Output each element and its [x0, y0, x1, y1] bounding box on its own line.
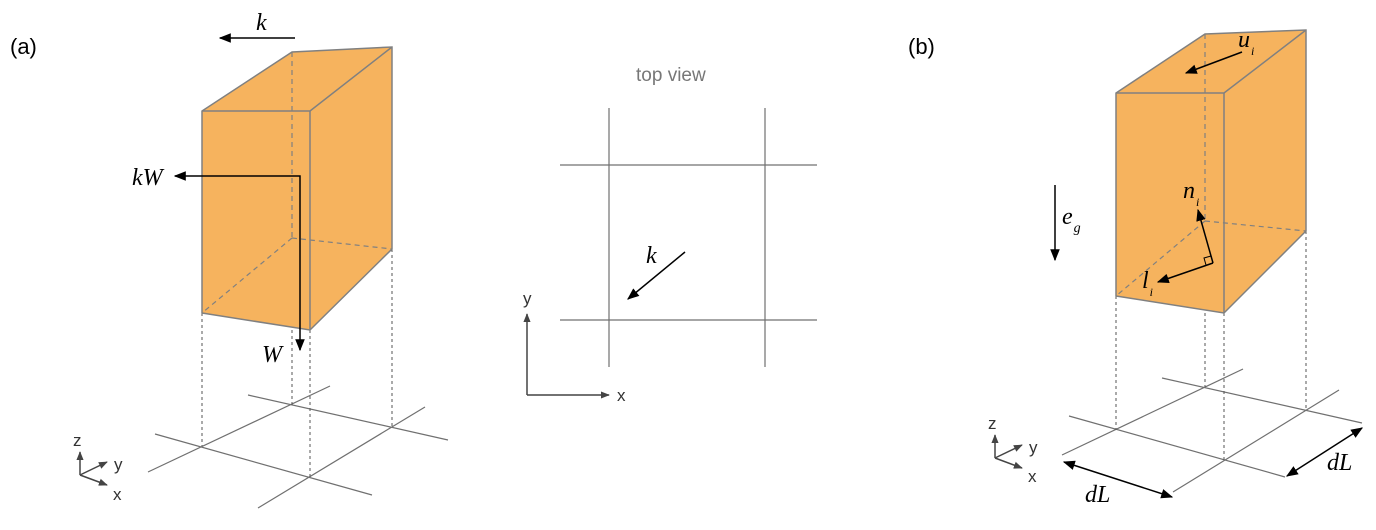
kW-label: kW: [132, 165, 165, 191]
top-view-title: top view: [636, 65, 706, 86]
y-axis-label: y: [523, 289, 532, 308]
ground-grid-b: [1061, 368, 1363, 493]
panel-a-label: (a): [10, 34, 37, 59]
z-axis-label: z: [988, 414, 997, 433]
z-axis-label: z: [73, 431, 82, 450]
column-box-b: [1115, 29, 1307, 314]
panel-b: (b) ui ni li eg dL dL z y x: [908, 27, 1364, 508]
dL-label-x: dL: [1085, 482, 1110, 508]
k-arrow-top: [627, 251, 686, 300]
u-label: ui: [1238, 27, 1254, 58]
y-axis-label: y: [1029, 438, 1038, 457]
k-label: k: [256, 10, 267, 36]
x-axis-label: x: [1028, 467, 1037, 486]
projection-lines-b: [1115, 231, 1307, 460]
axes-triad-b: z y x: [988, 414, 1038, 486]
l-arrow: [1156, 262, 1214, 284]
W-label: W: [262, 342, 284, 368]
dL-label-y: dL: [1327, 450, 1352, 476]
column-box: [201, 46, 393, 331]
e-g-label: eg: [1062, 204, 1081, 236]
axes-top-view: y x: [523, 289, 626, 405]
x-axis-label: x: [617, 386, 626, 405]
u-arrow: [1184, 51, 1243, 74]
panel-a: (a) k kW W z y x: [10, 10, 449, 509]
n-label: ni: [1183, 178, 1199, 209]
top-view-grid: [560, 108, 817, 367]
panel-b-label: (b): [908, 34, 935, 59]
axes-triad-a: z y x: [73, 431, 123, 504]
n-arrow: [1196, 208, 1214, 264]
k-label-top: k: [646, 243, 657, 269]
dL-arrow-x: [1062, 460, 1174, 499]
l-label: li: [1142, 268, 1153, 299]
y-axis-label: y: [114, 455, 123, 474]
dL-arrow-y: [1285, 427, 1364, 477]
right-angle-mark: [1203, 255, 1212, 266]
top-view-panel: top view k y x: [523, 65, 817, 405]
ground-grid: [147, 385, 449, 509]
kW-W-arrow: [173, 171, 305, 352]
x-axis-label: x: [113, 485, 122, 504]
